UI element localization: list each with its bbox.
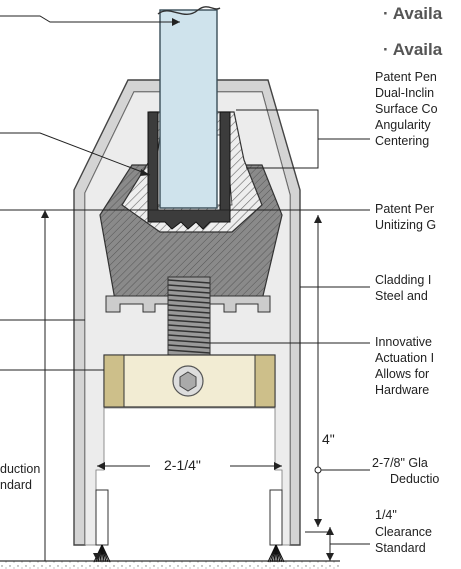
callout-actuation-line: Actuation I <box>375 351 435 365</box>
bolt-thread <box>167 294 211 299</box>
callout-deduction-line: Deductio <box>390 472 440 486</box>
callout-deduction-line: 2-7/8" Gla <box>372 456 428 470</box>
shoe-end-right <box>254 354 276 408</box>
callout-actuation-line: Innovative <box>375 335 432 349</box>
foot-right <box>269 489 283 546</box>
bolt-thread <box>167 334 211 339</box>
callout-gasket-line: Surface Co <box>375 102 438 116</box>
brush-bristle <box>275 544 285 563</box>
floor-surface <box>0 561 340 569</box>
hex-socket <box>179 371 197 392</box>
bullet-availability-2: · Availa <box>383 40 443 59</box>
bolt-thread <box>167 284 211 289</box>
bolt-thread <box>167 309 211 314</box>
bolt-thread <box>167 339 211 344</box>
bolt-thread <box>167 319 211 324</box>
arrowheads <box>41 18 334 561</box>
bullet-availability-1: · Availa <box>383 4 443 23</box>
callout-cladding-line: Cladding I <box>375 273 432 287</box>
leader-lines <box>0 15 370 561</box>
bolt-thread <box>167 344 211 349</box>
callout-unitizing-line: Patent Per <box>375 202 435 216</box>
callout-left-line: duction <box>0 462 41 476</box>
bolt-thread <box>167 299 211 304</box>
bolt-thread <box>167 304 211 309</box>
callout-unitizing-line: Unitizing G <box>375 218 437 232</box>
shoe-end-left <box>103 354 125 408</box>
foot-left <box>95 489 109 546</box>
callout-clearance-line: 1/4" <box>375 508 397 522</box>
bolt-thread <box>167 289 211 294</box>
bolt-thread <box>167 329 211 334</box>
bolt-thread <box>167 324 211 329</box>
callout-actuation-line: Allows for <box>375 367 430 381</box>
brush-bristle <box>101 544 111 563</box>
bolt-thread <box>167 314 211 319</box>
callout-clearance-line: Standard <box>375 541 426 555</box>
callout-gasket-line: Patent Pen <box>375 70 437 84</box>
bolt-thread <box>167 349 211 354</box>
glass-break-line <box>157 6 221 15</box>
bolt-thread <box>167 279 211 284</box>
dimension-height-label: 4" <box>322 431 335 447</box>
callout-gasket-line: Angularity <box>375 118 431 132</box>
callout-left-line: ndard <box>0 478 32 492</box>
bolt-threads <box>167 279 211 359</box>
callout-cladding-line: Steel and <box>375 289 428 303</box>
callout-actuation-line: Hardware <box>375 383 430 397</box>
glass-panel <box>159 9 218 209</box>
floor-brushes <box>93 544 285 563</box>
callout-gasket-line: Centering <box>375 134 430 148</box>
callout-clearance-line: Clearance <box>375 525 432 539</box>
dimension-width-label: 2-1/4" <box>164 457 201 473</box>
callout-gasket-line: Dual-Inclin <box>375 86 435 100</box>
